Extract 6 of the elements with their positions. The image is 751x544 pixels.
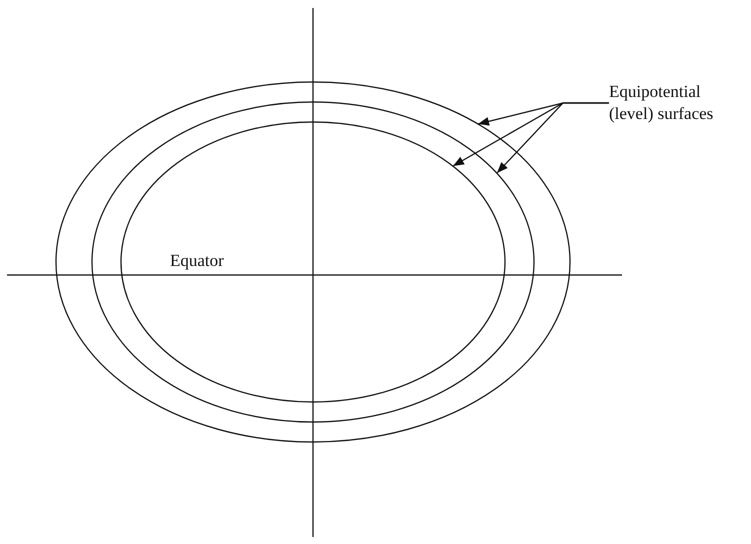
equipotential-ellipse xyxy=(55,81,571,443)
equipotential-ellipse xyxy=(120,121,506,403)
callout-label: Equipotential (level) surfaces xyxy=(609,81,749,125)
leader-line xyxy=(496,102,609,174)
equipotential-ellipse xyxy=(91,101,535,423)
axis-label: Equator xyxy=(170,250,224,272)
